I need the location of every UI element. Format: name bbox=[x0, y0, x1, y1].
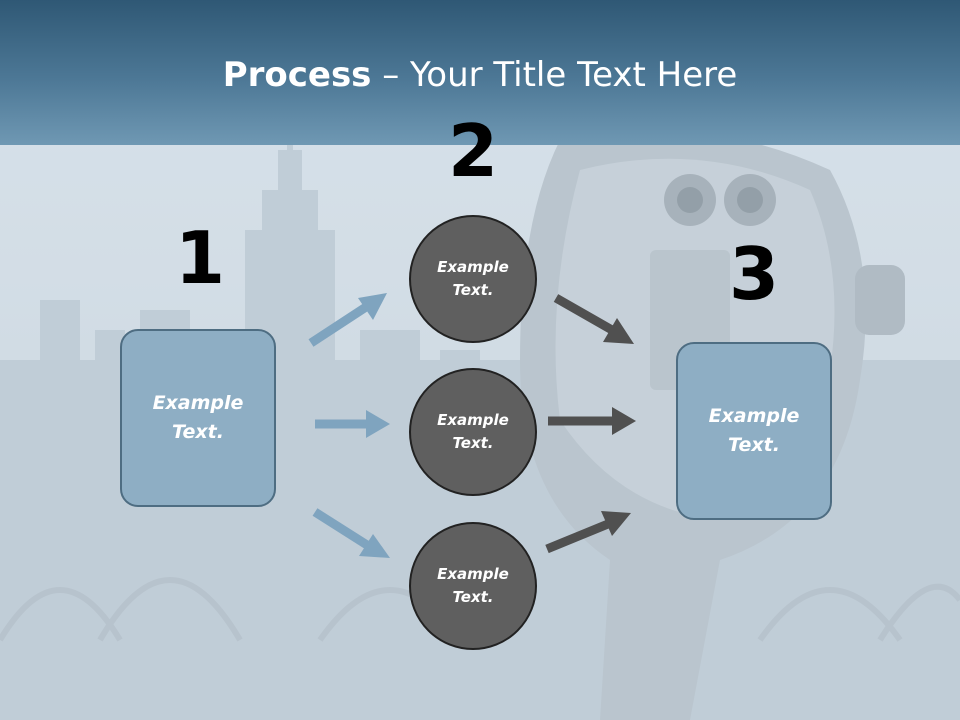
step-3-text: Example Text. bbox=[708, 405, 800, 456]
step-3-box: Example Text. bbox=[676, 342, 832, 520]
step-1-box: Example Text. bbox=[120, 329, 276, 507]
arrow-2-top-to-3 bbox=[553, 294, 634, 344]
arrow-2-middle-to-3 bbox=[548, 407, 636, 435]
step-2-text-top: Example Text. bbox=[437, 258, 509, 299]
step-number-3: 3 bbox=[728, 232, 780, 316]
step-2-text-middle: Example Text. bbox=[437, 411, 509, 452]
step-number-2: 2 bbox=[447, 109, 499, 193]
step-2-circle-middle: Example Text. bbox=[409, 368, 537, 496]
step-2-text-bottom: Example Text. bbox=[437, 565, 509, 606]
arrow-1-to-2-top bbox=[308, 293, 387, 347]
arrow-1-to-2-bottom bbox=[312, 508, 390, 558]
title-bar bbox=[0, 0, 960, 145]
step-1-text: Example Text. bbox=[152, 392, 244, 443]
slide-title: Process – Your Title Text Here bbox=[0, 52, 960, 98]
step-number-1: 1 bbox=[174, 216, 226, 300]
step-2-circle-bottom: Example Text. bbox=[409, 522, 537, 650]
title-bold: Process bbox=[222, 55, 372, 95]
arrow-2-bottom-to-3 bbox=[545, 511, 631, 554]
title-rest: – Your Title Text Here bbox=[371, 55, 738, 95]
arrow-1-to-2-middle bbox=[315, 410, 390, 438]
step-2-circle-top: Example Text. bbox=[409, 215, 537, 343]
